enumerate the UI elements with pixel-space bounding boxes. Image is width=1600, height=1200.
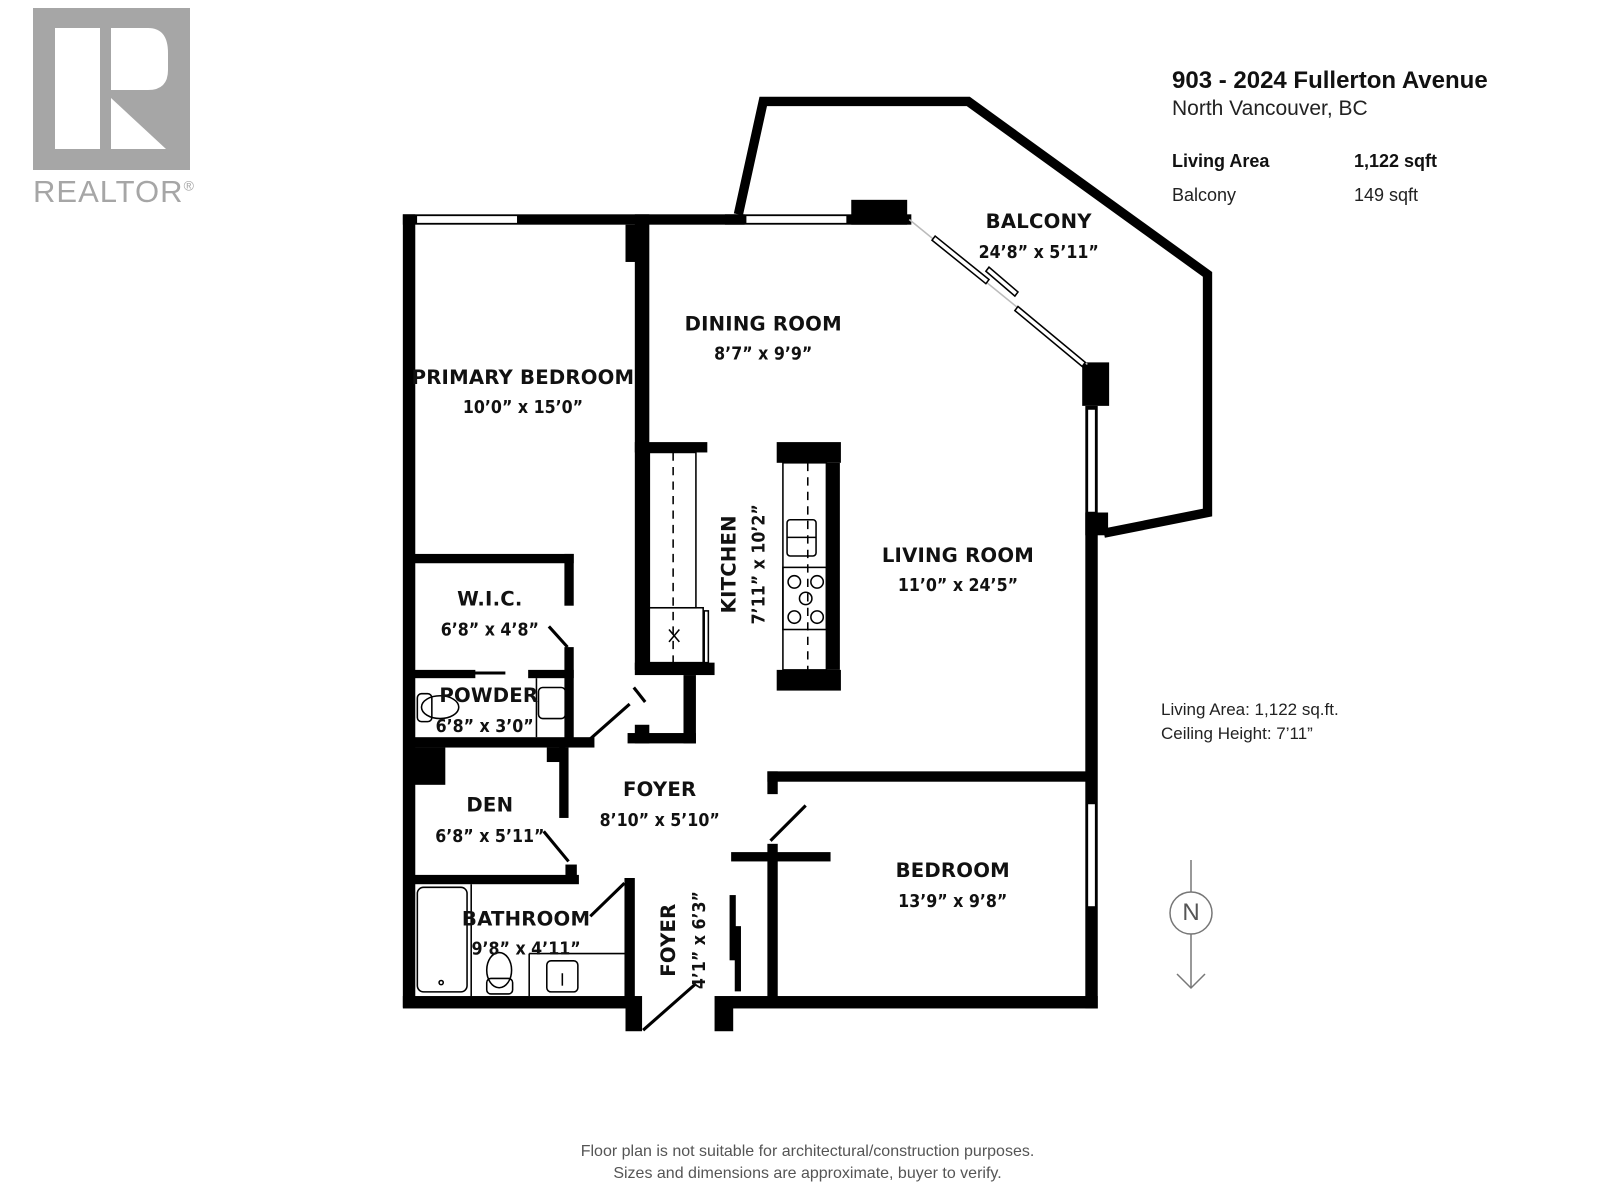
compass-label: N <box>1182 899 1200 926</box>
plan-notes: Living Area: 1,122 sq.ft. Ceiling Height… <box>1161 698 1339 746</box>
area-value: 149 sqft <box>1354 184 1419 205</box>
north-arrow-icon: N <box>1168 860 1214 992</box>
note-ceiling-height: Ceiling Height: 7’11” <box>1161 724 1313 743</box>
room-name-primary-bedroom: PRIMARY BEDROOM <box>412 366 635 389</box>
room-name-bathroom: BATHROOM <box>462 908 590 931</box>
walls <box>402 199 1110 1032</box>
room-name-living: LIVING ROOM <box>882 544 1034 567</box>
area-summary-table: Living Area 1,122 sqft Balcony 149 sqft <box>1172 144 1437 212</box>
realtor-r-mark-icon <box>33 8 190 170</box>
room-name-dining: DINING ROOM <box>685 312 842 335</box>
kitchen-fixtures <box>648 451 828 671</box>
room-name-den: DEN <box>466 794 513 817</box>
room-dims-powder: 6’8” x 3’0” <box>436 717 534 737</box>
room-dims-bathroom: 9’8” x 4’11” <box>472 940 581 960</box>
balcony-sliding-door <box>908 218 1088 368</box>
room-name-foyer-main: FOYER <box>623 778 696 801</box>
room-dims-dining: 8’7” x 9’9” <box>714 344 812 364</box>
property-address: 903 - 2024 Fullerton Avenue <box>1172 67 1488 94</box>
room-dims-balcony: 24’8” x 5’11” <box>979 243 1099 263</box>
area-value: 1,122 sqft <box>1354 150 1438 171</box>
room-labels: BALCONY 24’8” x 5’11” DINING ROOM 8’7” x… <box>412 210 1099 989</box>
room-name-balcony: BALCONY <box>986 210 1093 233</box>
realtor-logo: REALTOR® <box>33 8 194 209</box>
note-living-area: Living Area: 1,122 sq.ft. <box>1161 700 1339 719</box>
area-row-balcony: Balcony 149 sqft <box>1172 178 1437 212</box>
room-name-kitchen: KITCHEN <box>717 515 740 613</box>
property-info: 903 - 2024 Fullerton Avenue North Vancou… <box>1172 66 1488 212</box>
balcony-outline <box>733 96 1213 538</box>
room-dims-den: 6’8” x 5’11” <box>435 827 544 847</box>
room-name-powder: POWDER <box>439 684 538 707</box>
room-name-wic: W.I.C. <box>457 588 522 611</box>
disclaimer: Floor plan is not suitable for architect… <box>0 1141 1600 1185</box>
area-label: Balcony <box>1172 184 1237 205</box>
room-name-bedroom: BEDROOM <box>896 859 1010 882</box>
realtor-wordmark: REALTOR® <box>33 174 195 209</box>
room-dims-wic: 6’8” x 4’8” <box>441 621 539 641</box>
bathroom-fixtures <box>416 671 632 997</box>
property-city: North Vancouver, BC <box>1172 97 1368 120</box>
room-dims-foyer-entry: 4’1” x 6’3” <box>690 891 710 989</box>
room-dims-bedroom: 13’9” x 9’8” <box>898 892 1007 912</box>
disclaimer-line-2: Sizes and dimensions are approximate, bu… <box>613 1165 1002 1182</box>
disclaimer-line-1: Floor plan is not suitable for architect… <box>580 1143 1035 1160</box>
room-dims-foyer-main: 8’10” x 5’10” <box>600 811 720 831</box>
windows <box>415 214 1097 908</box>
area-row-living: Living Area 1,122 sqft <box>1172 144 1437 178</box>
room-dims-kitchen: 7’11” x 10’2” <box>749 504 769 624</box>
area-label: Living Area <box>1172 150 1270 171</box>
room-dims-living: 11’0” x 24’5” <box>898 576 1018 596</box>
doors <box>542 625 807 1032</box>
room-name-foyer-entry: FOYER <box>657 903 680 976</box>
room-dims-primary-bedroom: 10’0” x 15’0” <box>463 398 583 418</box>
